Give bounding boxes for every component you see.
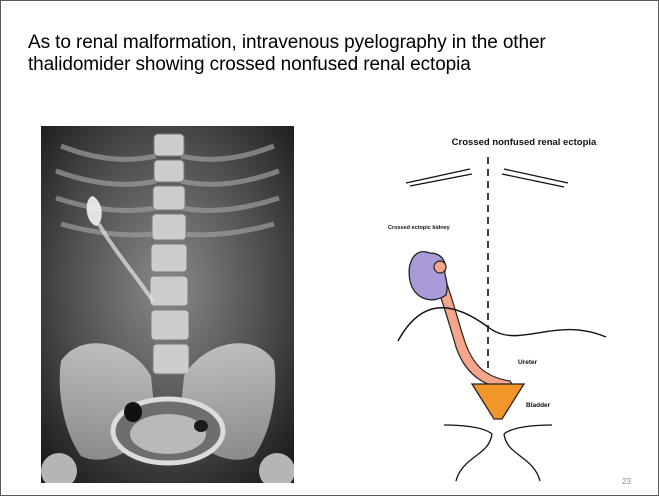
kidney-label: Crossed ectopic kidney xyxy=(388,225,451,231)
page-number: 23 xyxy=(611,477,631,486)
slide-title: As to renal malformation, intravenous py… xyxy=(28,32,643,76)
xray-image xyxy=(41,126,294,483)
ureter-label: Ureter xyxy=(518,359,538,366)
renal-ectopia-diagram: Crossed nonfused renal ectopia Crossed e… xyxy=(384,129,624,482)
pelvic-outline xyxy=(398,308,606,341)
bladder-label: Bladder xyxy=(526,402,551,409)
diaphragm-lines xyxy=(406,169,568,187)
ectopic-kidney xyxy=(409,252,447,300)
bladder xyxy=(472,384,524,419)
legs-outline xyxy=(444,425,552,481)
diagram-heading: Crossed nonfused renal ectopia xyxy=(452,137,597,148)
